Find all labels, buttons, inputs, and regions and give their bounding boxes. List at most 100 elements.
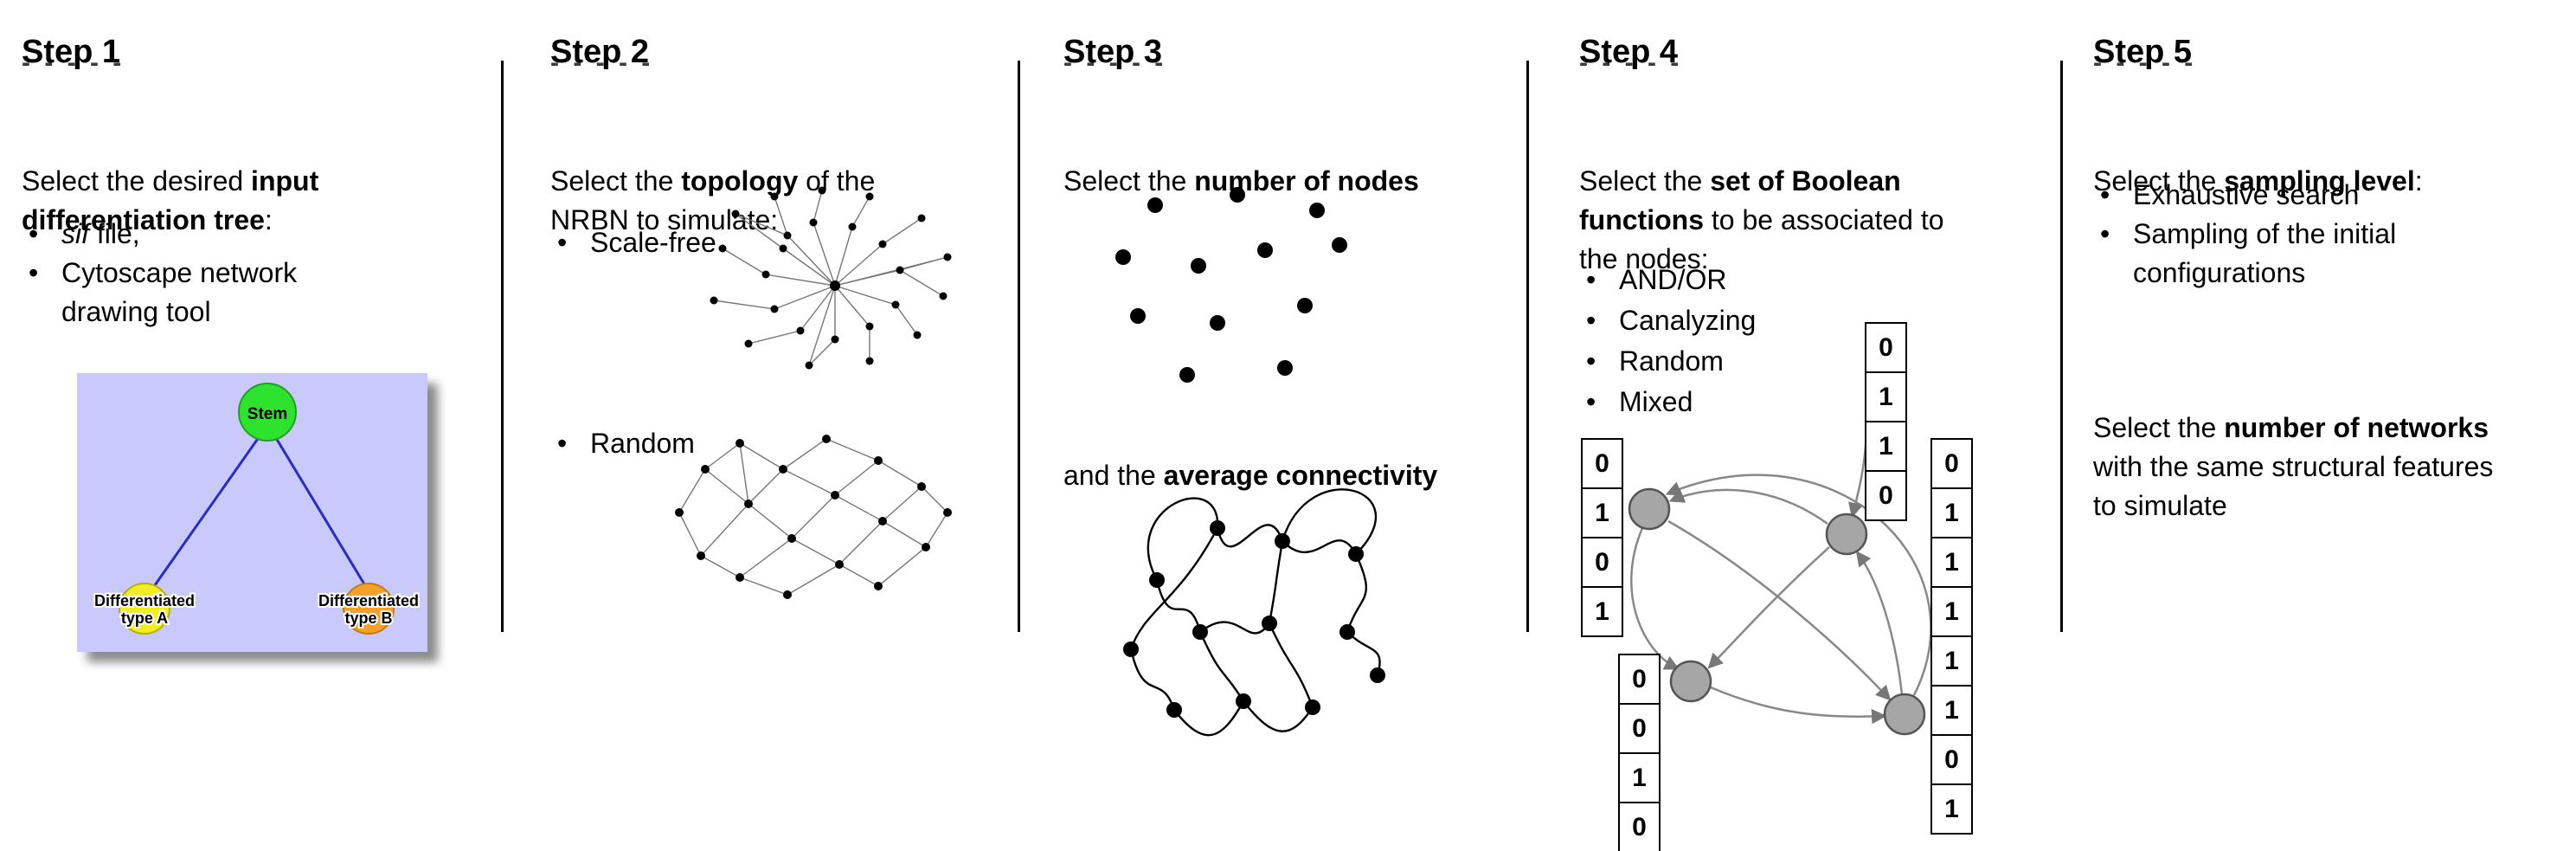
step4-bullet-mixed-label: Mixed <box>1619 386 1693 417</box>
connectivity-edges <box>1129 488 1381 737</box>
boolean-node-1 <box>1628 487 1671 531</box>
table-cell: 0 <box>1932 440 1971 489</box>
tree-edges <box>149 433 370 592</box>
step4-column: Step 4 - - - - - Select the set of Boole… <box>1579 0 2029 851</box>
step2-intro-bold: topology <box>681 165 799 197</box>
step5-bullet-exhaustive-label: Exhaustive search <box>2133 179 2360 210</box>
step1-column: Step 1 - - - - - Select the desired inpu… <box>22 0 472 851</box>
table-cell: 0 <box>1932 736 1971 785</box>
table-cell: 1 <box>1866 373 1905 422</box>
scale-free-edges <box>713 190 948 366</box>
table-cell: 1 <box>1932 538 1971 588</box>
scale-free-network-graphic <box>710 186 952 370</box>
table-cell: 1 <box>1932 785 1971 833</box>
random-label: Random <box>590 428 695 459</box>
step4-bullet-andor: AND/OR <box>1579 260 1925 300</box>
table-cell: 1 <box>1932 489 1971 538</box>
differentiation-tree-svg: Stem Differentiated type A Differentiate… <box>77 373 427 652</box>
stem-node <box>238 383 297 442</box>
step2-column: Step 2 - - - - - Select the topology of … <box>550 0 983 851</box>
type-a-label-line1: Differentiated <box>94 592 195 609</box>
step2-title: Step 2 <box>550 33 650 70</box>
table-cell: 1 <box>1932 588 1971 637</box>
boolean-network-nodes <box>1628 487 1926 736</box>
step4-bullet-canalyzing-label: Canalyzing <box>1619 305 1757 336</box>
table-cell: 0 <box>1620 803 1659 851</box>
column-divider <box>1526 61 1529 632</box>
step5-bullet-list: Exhaustive search Sampling of the initia… <box>2093 176 2543 293</box>
boolean-table-right: 0 1 1 1 1 1 0 1 <box>1930 438 1973 835</box>
step1-bullet-sif-rest: file, <box>89 218 140 249</box>
step4-bullet-random-label: Random <box>1619 345 1724 377</box>
table-cell: 1 <box>1932 687 1971 736</box>
type-a-node <box>119 583 170 635</box>
step4-bullet-list: AND/OR Canalyzing Random Mixed <box>1579 260 1925 422</box>
random-network-edges <box>678 438 948 596</box>
boolean-node-3 <box>1669 660 1712 703</box>
step1-dashes: - - - - - <box>22 48 125 77</box>
column-divider <box>2060 61 2063 632</box>
step3-line2: and the average connectivity <box>1063 456 1531 495</box>
type-b-node <box>343 583 395 635</box>
step5-bullet-exhaustive: Exhaustive search <box>2093 176 2543 215</box>
step4-dashes: - - - - - <box>1579 48 1683 77</box>
step4-title: Step 4 <box>1579 33 1679 70</box>
stem-node-label: Stem <box>247 405 287 423</box>
table-cell: 0 <box>1620 705 1659 754</box>
step5-paragraph2: Select the number of networks with the s… <box>2093 409 2509 525</box>
step2-intro-pre: Select the <box>550 165 682 197</box>
connectivity-network-graphic <box>1123 488 1385 737</box>
step5-dashes: - - - - - <box>2093 48 2197 77</box>
table-cell: 1 <box>1583 588 1622 635</box>
scale-free-label: Scale-free <box>590 227 716 258</box>
step1-title: Step 1 <box>22 33 121 70</box>
step5-title: Step 5 <box>2093 33 2193 70</box>
boolean-node-4 <box>1883 693 1926 736</box>
type-b-label-line1: Differentiated <box>318 592 419 609</box>
step5-paragraph2-pre: Select the <box>2093 412 2225 443</box>
type-b-label-line2: type B <box>344 609 392 627</box>
step5-column: Step 5 - - - - - Select the sampling lev… <box>2093 0 2565 851</box>
boolean-table-bottom: 0 0 1 0 <box>1618 654 1661 851</box>
differentiation-tree-graphic: Stem Differentiated type A Differentiate… <box>77 373 427 652</box>
scale-free-nodes <box>710 186 952 370</box>
step1-intro-pre: Select the desired <box>22 165 252 197</box>
column-divider <box>501 61 504 632</box>
table-cell: 0 <box>1620 655 1659 705</box>
step2-dashes: - - - - - <box>550 48 654 77</box>
step4-intro-bold: set of Boolean functions <box>1579 165 1901 235</box>
step1-bullet-cytoscape: Cytoscape network drawing tool <box>22 254 368 332</box>
step3-line1: Select the number of nodes <box>1063 162 1531 201</box>
connectivity-nodes <box>1123 520 1385 718</box>
step4-intro-pre: Select the <box>1579 165 1711 197</box>
step5-paragraph2-bold: number of networks <box>2224 412 2489 443</box>
boolean-network-graphic <box>1628 434 1932 736</box>
table-cell: 1 <box>1583 489 1622 538</box>
step3-line2-bold: average connectivity <box>1163 460 1438 491</box>
step3-line1-pre: Select the <box>1063 165 1195 197</box>
step4-bullet-random: Random <box>1579 341 1925 382</box>
boolean-node-2 <box>1825 513 1868 556</box>
step1-bullet-cytoscape-label: Cytoscape network drawing tool <box>61 257 298 327</box>
nodes-dots-graphic <box>1115 187 1347 383</box>
step1-bullet-sif-italic: sif <box>61 218 89 249</box>
step1-bullet-list: sif file, Cytoscape network drawing tool <box>22 215 368 332</box>
step2-bullet-random: Random <box>550 424 741 463</box>
step4-bullet-andor-label: AND/OR <box>1619 264 1727 295</box>
table-cell: 1 <box>1620 754 1659 803</box>
table-cell: 1 <box>1932 637 1971 687</box>
column-divider <box>1018 61 1020 632</box>
step2-bullet-scale-free: Scale-free <box>550 223 741 262</box>
table-cell: 0 <box>1866 472 1905 519</box>
type-node-labels: Differentiated type A Differentiated typ… <box>93 590 421 629</box>
table-cell: 0 <box>1866 324 1905 373</box>
step1-bullet-sif-file: sif file, <box>22 215 368 254</box>
step3-title: Step 3 <box>1063 33 1163 70</box>
step4-bullet-mixed: Mixed <box>1579 382 1925 422</box>
nodes-dots <box>1115 187 1347 383</box>
step4-bullet-canalyzing: Canalyzing <box>1579 300 1925 341</box>
type-a-label-line2: type A <box>121 609 168 627</box>
random-network-nodes <box>675 435 952 599</box>
random-network-graphic <box>675 435 952 599</box>
